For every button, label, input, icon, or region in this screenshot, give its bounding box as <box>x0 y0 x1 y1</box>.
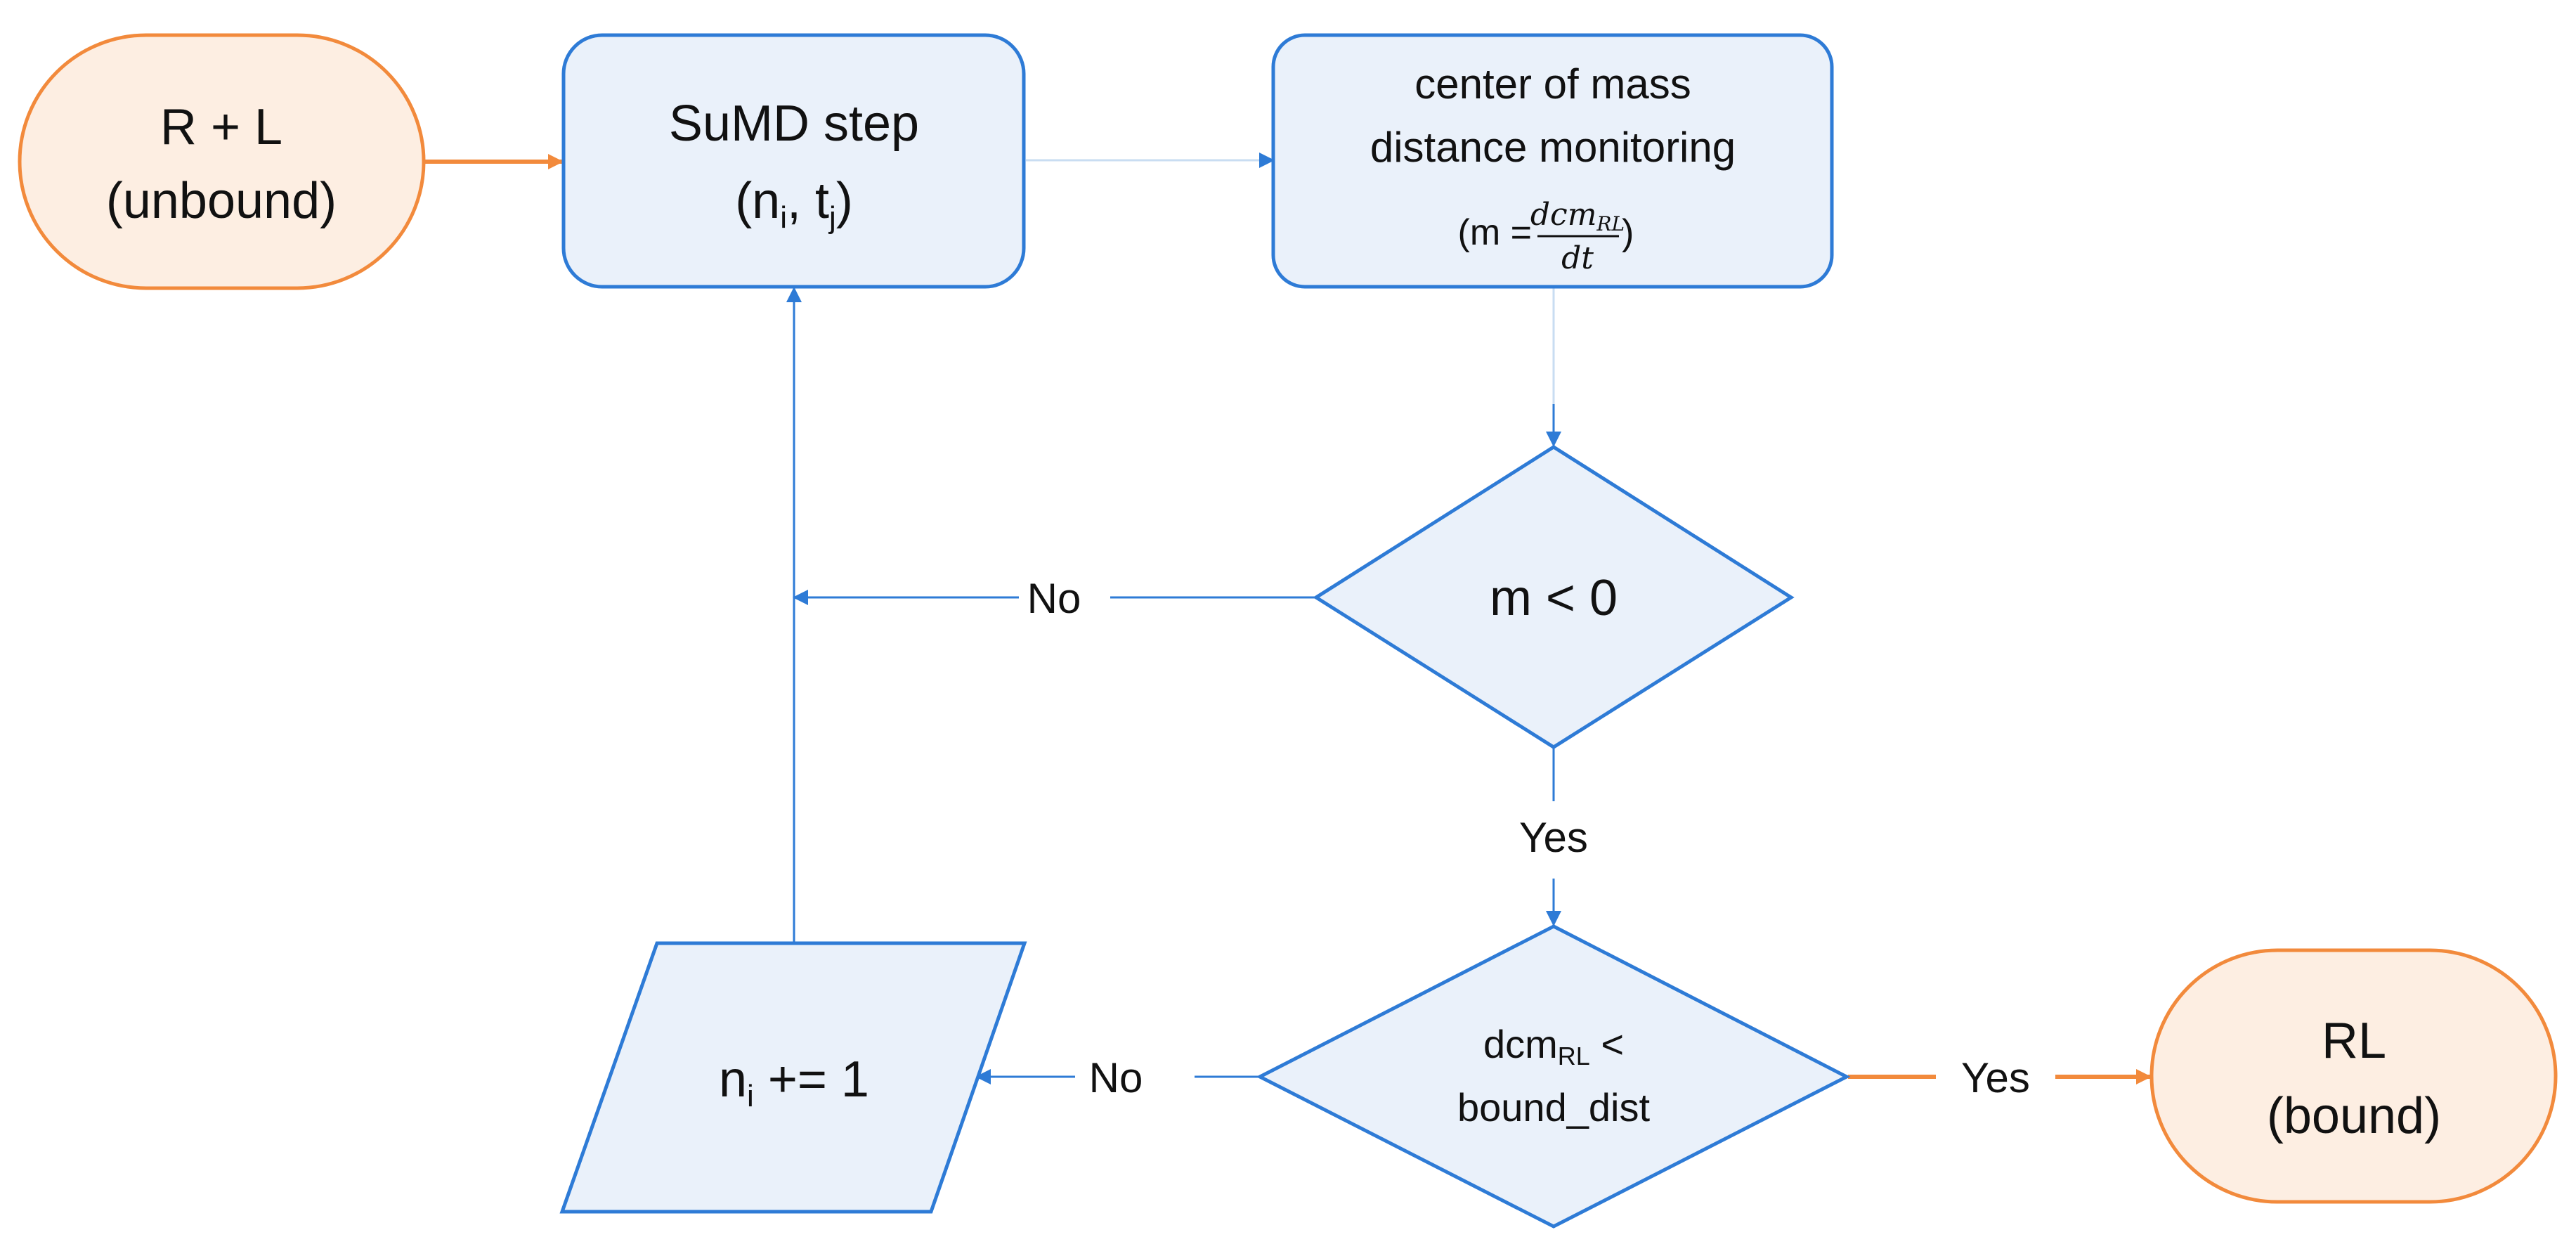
start-node-line1: R + L <box>160 99 282 155</box>
increment-base: n <box>719 1051 747 1108</box>
monitoring-frac-num-sub: RL <box>1596 212 1625 235</box>
start-node-shape <box>18 33 426 290</box>
decision-slope-shape <box>1313 445 1795 749</box>
decision-bound-line2: bound_dist <box>1457 1085 1650 1129</box>
start-node: R + L (unbound) <box>18 33 426 290</box>
monitoring-shape <box>1271 33 1834 289</box>
sumd-step-shape <box>561 33 1026 289</box>
sumd-step-title: SuMD step <box>669 96 919 152</box>
monitoring-line1: center of mass <box>1414 60 1691 108</box>
sumd-n-sub: i <box>780 200 787 235</box>
monitoring-m-suffix: ) <box>1622 212 1634 253</box>
increment-rest: += 1 <box>754 1051 869 1108</box>
decision-slope-label: m < 0 <box>1490 570 1618 626</box>
decision-bound-line1: dcmRL < <box>1483 1022 1624 1070</box>
start-node-line2: (unbound) <box>106 173 337 229</box>
end-node-line1: RL <box>2322 1013 2386 1069</box>
decision-bound-sub: RL <box>1558 1042 1590 1070</box>
monitoring-frac-numerator: dcmRL <box>1530 197 1625 235</box>
increment-shape <box>559 941 1027 1214</box>
end-node-line2: (bound) <box>2267 1088 2441 1144</box>
end-node-shape <box>2149 948 2558 1204</box>
decision-bound-shape <box>1256 924 1851 1229</box>
sumd-t: t <box>815 173 829 229</box>
sumd-n: n <box>752 173 780 229</box>
decision-bound-base: dcm <box>1483 1022 1558 1066</box>
decision-bound-node: dcmRL < bound_dist <box>1256 924 1851 1229</box>
sumd-t-sub: j <box>828 200 836 235</box>
edge-label-slope-no: No <box>1027 575 1081 622</box>
monitoring-frac-denominator: dt <box>1561 240 1594 276</box>
edge-label-slope-yes: Yes <box>1519 814 1588 861</box>
edge-label-bound-yes: Yes <box>1961 1054 2030 1101</box>
monitoring-frac-num: dcm <box>1530 197 1597 233</box>
sumd-step-params: (ni, tj) <box>735 173 853 235</box>
monitoring-node: center of mass distance monitoring (m = … <box>1271 33 1834 289</box>
increment-sub: i <box>747 1079 754 1113</box>
edge-label-bound-no: No <box>1089 1054 1143 1101</box>
decision-slope-node: m < 0 <box>1313 445 1795 749</box>
sumd-step-node: SuMD step (ni, tj) <box>561 33 1026 289</box>
increment-label: ni += 1 <box>719 1051 869 1113</box>
monitoring-line2: distance monitoring <box>1370 124 1736 171</box>
end-node: RL (bound) <box>2149 948 2558 1204</box>
decision-bound-op: < <box>1590 1022 1624 1066</box>
increment-node: ni += 1 <box>559 941 1027 1214</box>
monitoring-m-prefix: (m = <box>1458 212 1532 253</box>
